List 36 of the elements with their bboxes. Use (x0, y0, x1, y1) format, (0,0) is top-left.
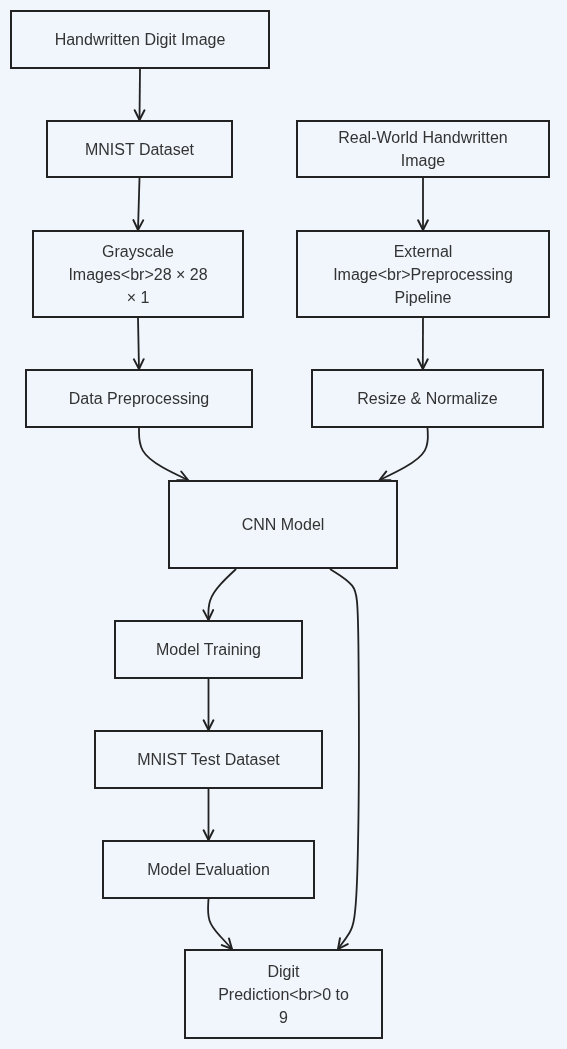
arrow (329, 568, 360, 950)
box-label: Grayscale Images<br>28 × 28 × 1 (67, 241, 209, 308)
process-box (10, 10, 270, 69)
box-label: External Image<br>Preprocessing Pipeline (332, 241, 514, 308)
arrow (207, 898, 233, 950)
arrow (132, 177, 145, 231)
box-label: Model Training (156, 640, 261, 660)
arrow (132, 317, 145, 370)
box-label: MNIST Dataset (84, 139, 195, 160)
box-label: Real-World Handwritten Image (337, 128, 509, 171)
process-box (102, 840, 315, 899)
process-box (184, 949, 383, 1039)
process-box (296, 230, 550, 318)
box-label: CNN Model (241, 515, 325, 535)
box-label: MNIST Test Dataset (137, 750, 280, 770)
arrow (202, 678, 215, 731)
arrow (133, 68, 146, 121)
process-box (46, 120, 233, 178)
process-box (168, 480, 398, 569)
arrow (417, 177, 429, 231)
process-box (25, 369, 253, 428)
arrow (202, 568, 237, 621)
process-box (311, 369, 544, 428)
arrow (202, 788, 215, 841)
process-box (94, 730, 323, 789)
process-box (32, 230, 244, 318)
box-label: Resize & Normalize (357, 389, 498, 409)
box-label: Data Preprocessing (68, 389, 210, 409)
box-label: Model Evaluation (147, 860, 270, 880)
arrow (138, 427, 189, 482)
arrow (378, 427, 429, 482)
box-label: Handwritten Digit Image (54, 30, 226, 50)
box-label: Digit Prediction<br>0 to 9 (217, 961, 350, 1028)
arrow (417, 317, 429, 370)
process-box (296, 120, 550, 178)
process-box (114, 620, 303, 679)
